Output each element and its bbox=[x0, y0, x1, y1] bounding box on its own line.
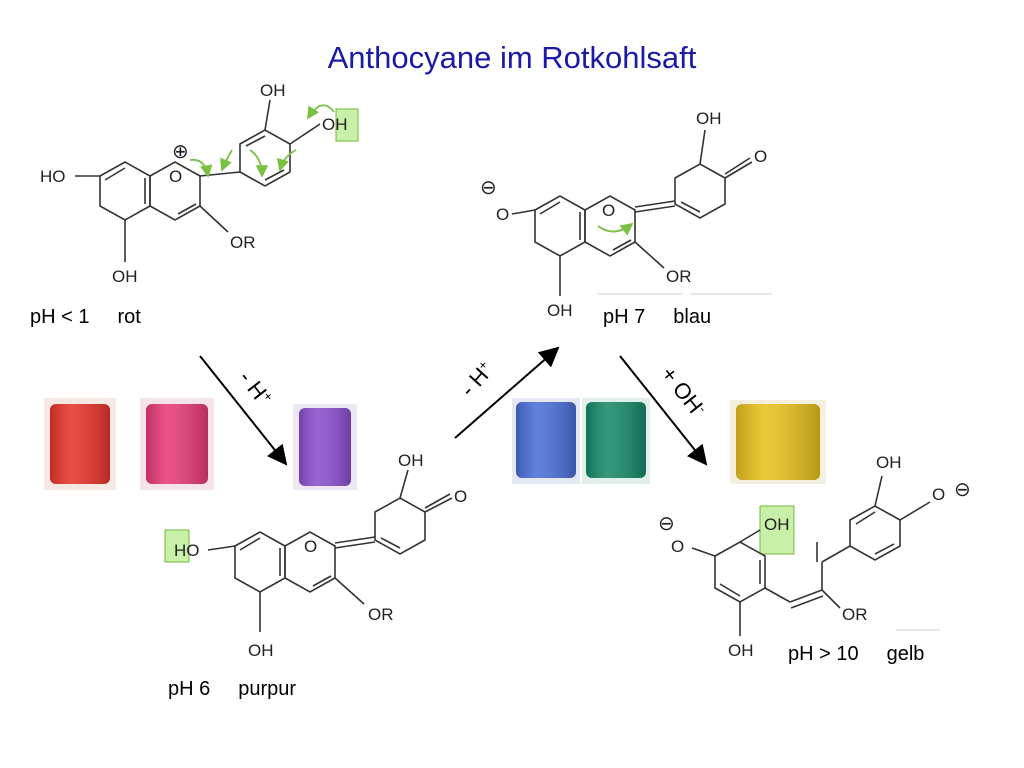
beaker-blue bbox=[512, 398, 580, 484]
state-label-purple: pH 6 purpur bbox=[168, 678, 296, 701]
atom-label: OR bbox=[368, 605, 394, 624]
state-label-yellow: pH > 10 gelb bbox=[788, 643, 924, 666]
beaker-red bbox=[44, 398, 116, 490]
highlight-box bbox=[759, 505, 795, 555]
atom-label: O bbox=[932, 485, 945, 504]
beaker-purple bbox=[293, 404, 357, 490]
molecule-purple-base: OH O O HO OR OH bbox=[164, 451, 467, 660]
page-title: Anthocyane im Rotkohlsaft bbox=[327, 40, 697, 75]
atom-label: HO bbox=[40, 167, 66, 186]
highlight-box bbox=[335, 108, 359, 142]
atom-label: HO bbox=[174, 541, 200, 560]
step-label: - H+ bbox=[234, 366, 276, 410]
atom-label: OR bbox=[842, 605, 868, 624]
atom-label: OH bbox=[248, 641, 274, 660]
atom-label: O bbox=[304, 537, 317, 556]
beaker-yellow bbox=[730, 400, 826, 484]
arrow-deprotonation-1 bbox=[199, 355, 288, 466]
atom-label: O bbox=[602, 201, 615, 220]
color-name: blau bbox=[673, 306, 712, 328]
atom-label: OH bbox=[112, 267, 138, 286]
atom-label: OR bbox=[666, 267, 692, 286]
atom-label: OH bbox=[876, 453, 902, 472]
color-name: rot bbox=[117, 306, 141, 328]
atom-label: OH bbox=[260, 81, 286, 100]
electron-arrow bbox=[189, 158, 213, 178]
electron-arrow bbox=[249, 149, 269, 178]
atom-label: OH bbox=[398, 451, 424, 470]
atom-label: O bbox=[454, 487, 467, 506]
ph-value: pH 7 bbox=[603, 306, 646, 328]
beaker-photos bbox=[44, 398, 826, 490]
electron-arrow bbox=[220, 149, 233, 172]
electron-arrow bbox=[276, 149, 297, 172]
atom-label: O bbox=[671, 537, 684, 556]
molecule-flavylium-cation: OH OH HO O OR OH ⊕ bbox=[40, 81, 359, 286]
atom-label: OH bbox=[322, 115, 348, 134]
color-name: purpur bbox=[238, 678, 297, 700]
highlight-box bbox=[164, 529, 190, 563]
color-name: gelb bbox=[886, 643, 925, 665]
molecule-chalcone: OH O ⊖ OH O ⊖ OR OH bbox=[658, 453, 971, 660]
charge-minus: ⊖ bbox=[954, 479, 971, 501]
electron-arrow bbox=[597, 222, 634, 236]
atom-label: O bbox=[169, 167, 182, 186]
arrow-hydroxide-addition bbox=[619, 355, 708, 466]
atom-label: O bbox=[754, 147, 767, 166]
charge-plus: ⊕ bbox=[172, 141, 189, 163]
atom-label: OH bbox=[764, 515, 790, 534]
molecule-quinoidal-base: OH O O O ⊖ OR OH bbox=[480, 109, 772, 320]
state-label-red: pH < 1 rot bbox=[30, 306, 141, 329]
ph-value: pH 6 bbox=[168, 678, 211, 700]
charge-minus: ⊖ bbox=[480, 177, 497, 199]
state-label-blue: pH 7 blau bbox=[603, 306, 711, 329]
electron-arrow bbox=[307, 104, 335, 120]
ph-value: pH > 10 bbox=[788, 643, 859, 665]
atom-label: OH bbox=[696, 109, 722, 128]
atom-label: OH bbox=[728, 641, 754, 660]
arrow-deprotonation-2 bbox=[454, 346, 560, 439]
atom-label: OR bbox=[230, 233, 256, 252]
charge-minus: ⊖ bbox=[658, 513, 675, 535]
beaker-green bbox=[582, 398, 650, 484]
atom-label: O bbox=[496, 205, 509, 224]
ph-value: pH < 1 bbox=[30, 306, 90, 328]
atom-label: OH bbox=[547, 301, 573, 320]
step-label: - H+ bbox=[455, 357, 498, 401]
beaker-pink bbox=[140, 398, 214, 490]
